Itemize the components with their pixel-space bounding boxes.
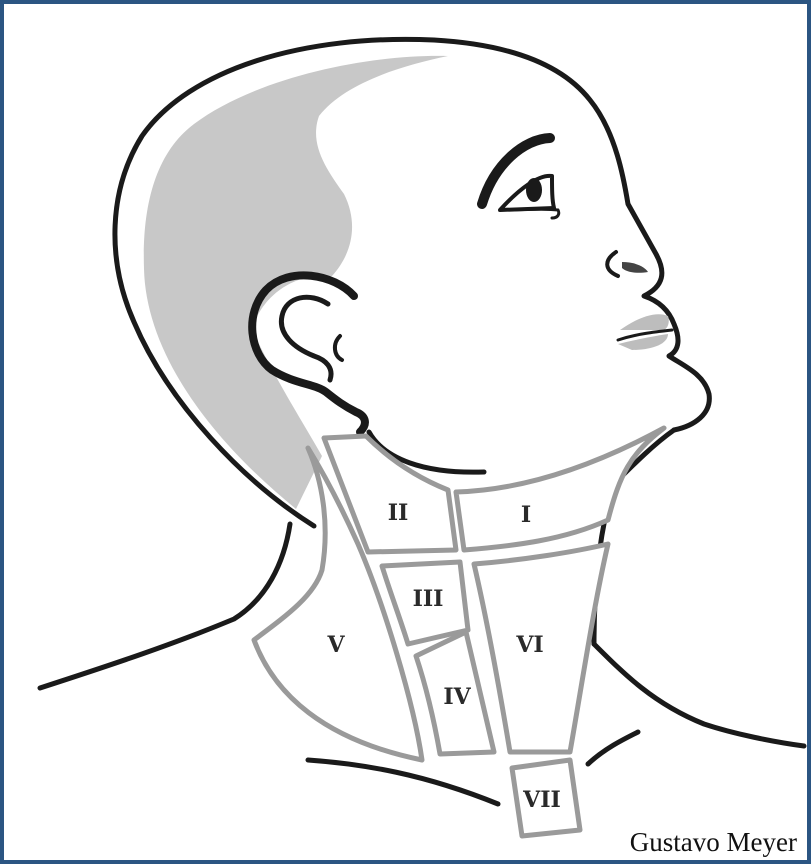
level-i-label: I — [521, 502, 531, 528]
hair-shading — [144, 56, 448, 509]
level-iv-label: IV — [443, 684, 471, 710]
nostril — [607, 252, 618, 276]
right-clavicle — [588, 732, 638, 764]
level-vi-label: VI — [515, 632, 543, 658]
eye-lower-lid — [504, 209, 559, 218]
nostril-shadow — [622, 262, 648, 273]
ear-inner — [281, 297, 331, 380]
level-iii-label: III — [413, 586, 444, 612]
back-neck-shoulder-outline — [40, 524, 290, 688]
left-clavicle — [308, 760, 498, 804]
front-shoulder-outline — [594, 644, 804, 746]
pupil — [526, 178, 542, 202]
head-neck-illustration: I II III IV V VI VII — [4, 4, 807, 860]
level-i-zone — [456, 428, 664, 550]
level-vii-label: VII — [522, 787, 561, 813]
upper-lip — [620, 314, 669, 330]
level-ii-label: II — [388, 500, 409, 526]
illustrator-credit: Gustavo Meyer — [628, 827, 799, 858]
ear-canal — [335, 336, 342, 360]
level-v-label: V — [326, 632, 345, 658]
